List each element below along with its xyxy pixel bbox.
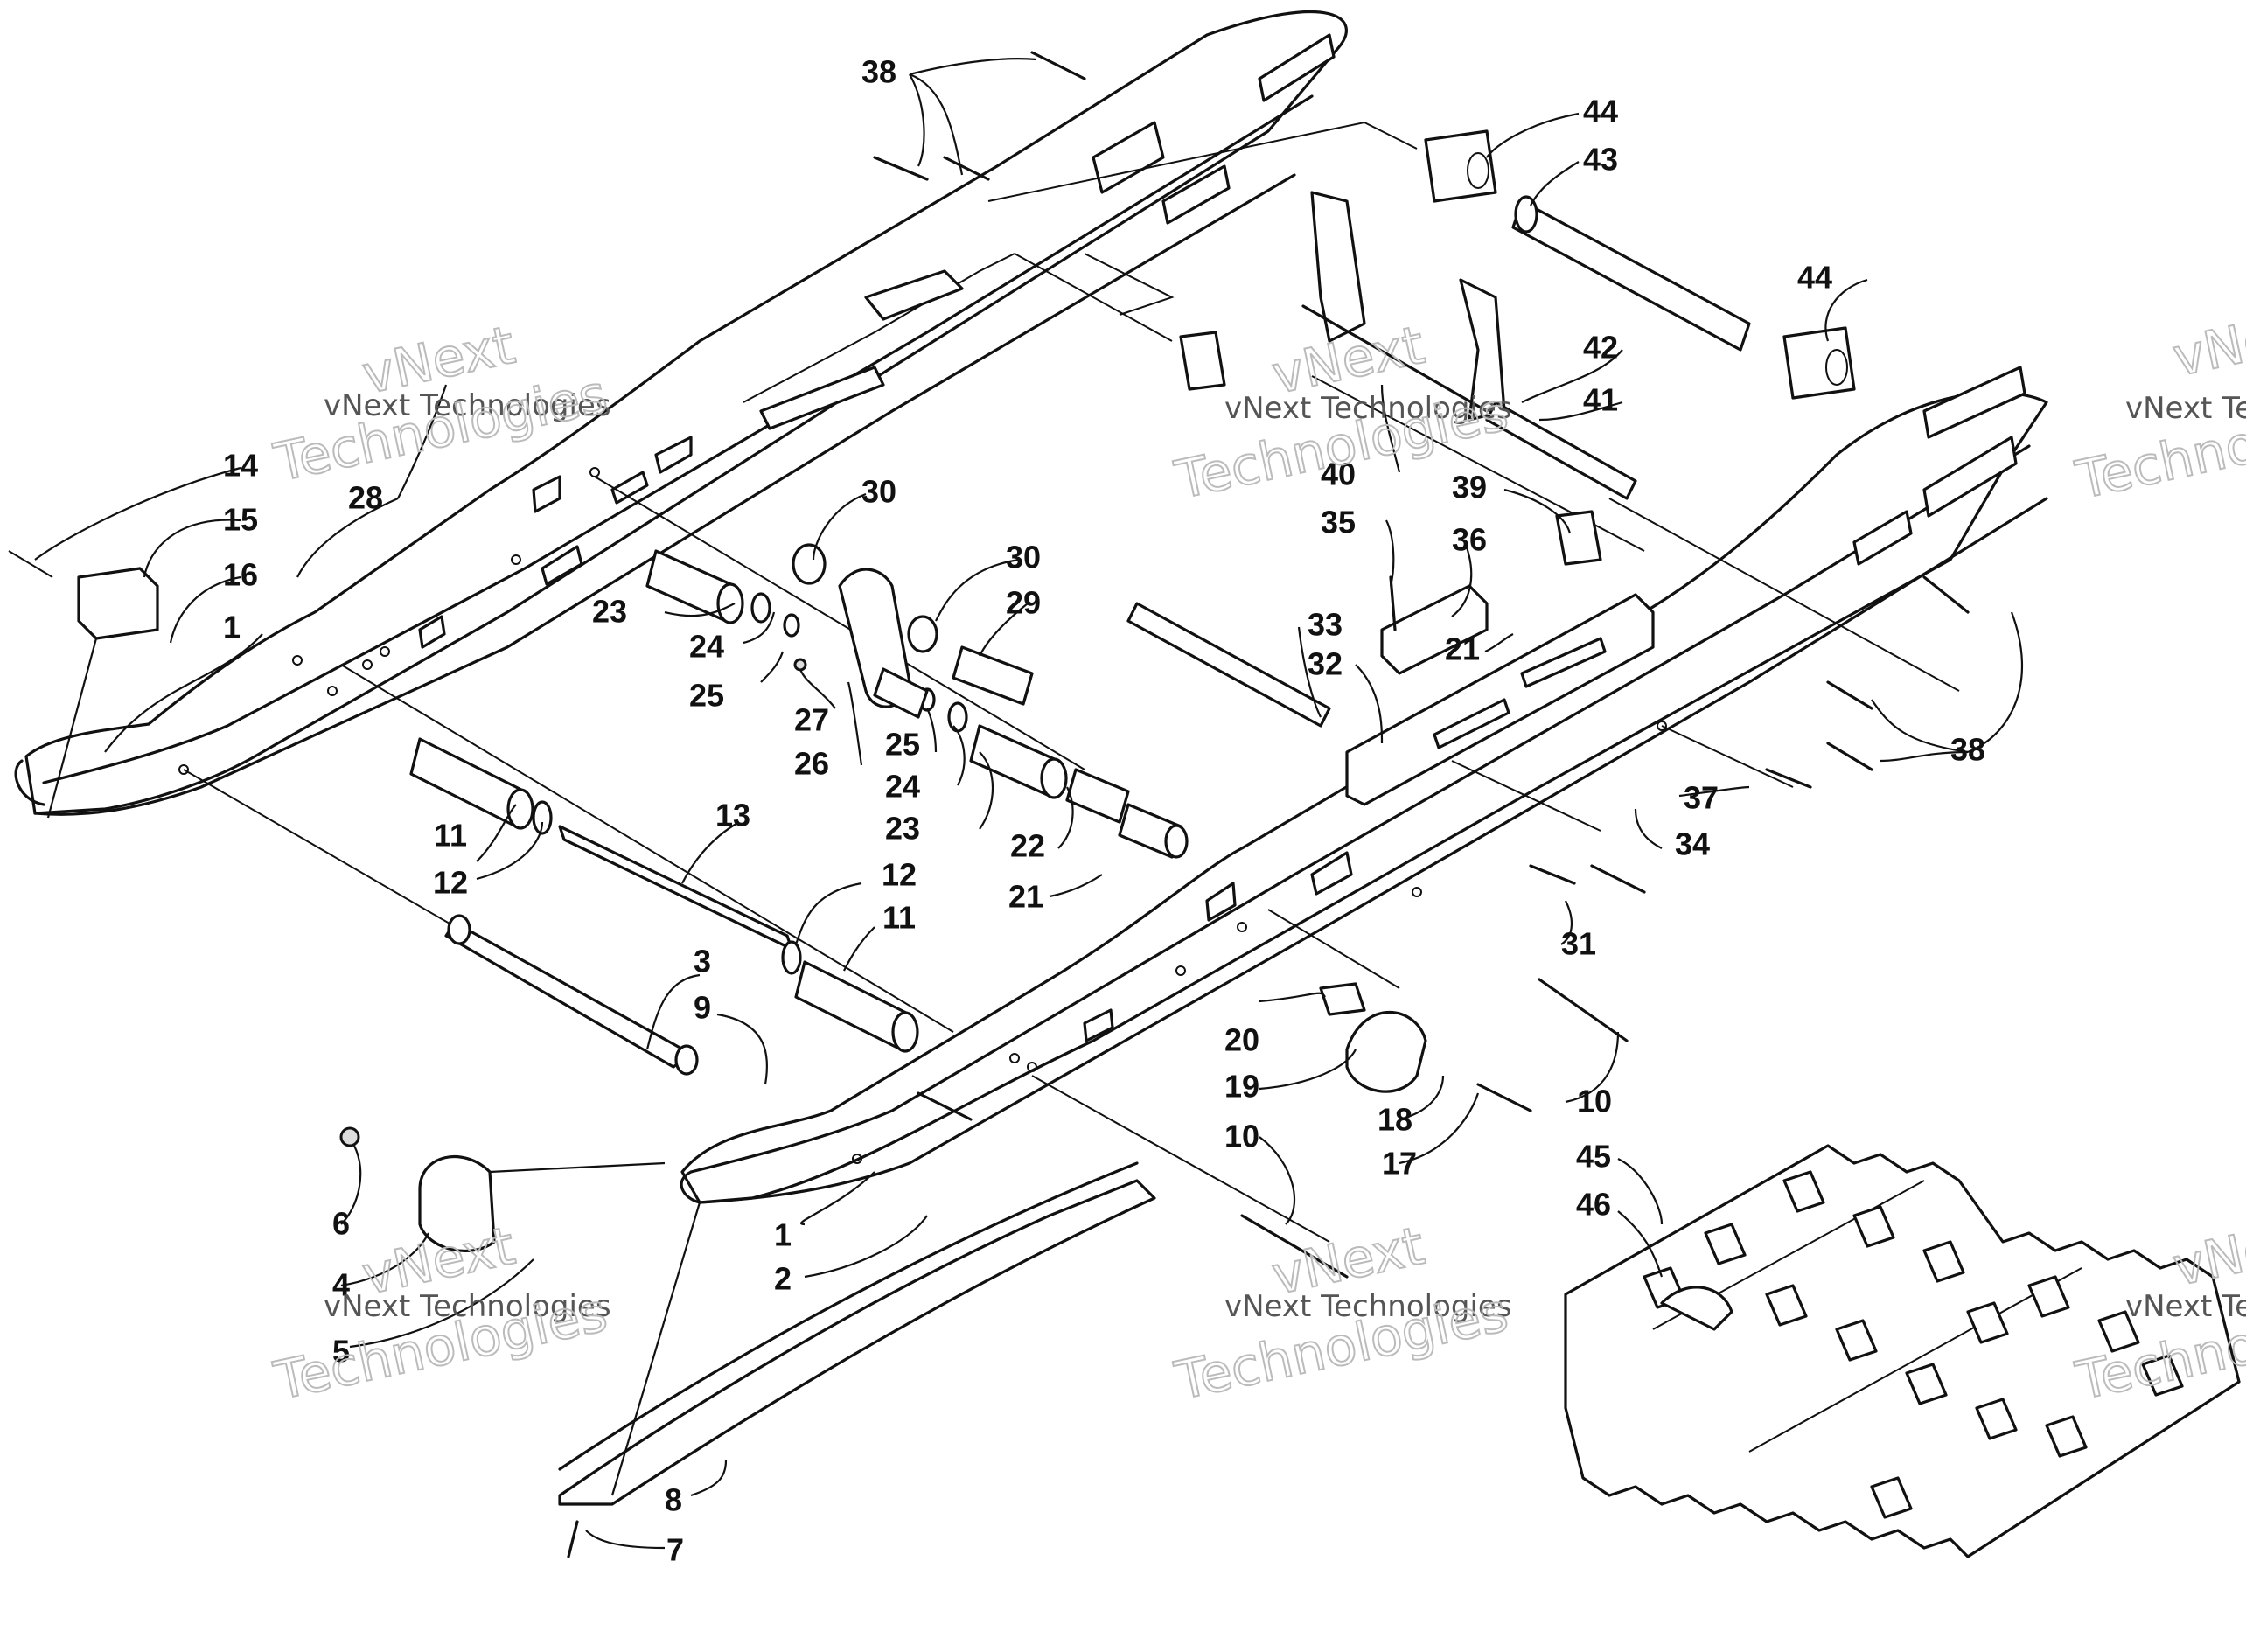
callout-40: 40 xyxy=(1321,457,1356,492)
callout-12: 12 xyxy=(433,865,468,901)
callout-32: 32 xyxy=(1308,646,1343,682)
callout-33: 33 xyxy=(1308,607,1343,643)
watermark-line: vNext Technologies xyxy=(324,1289,611,1324)
callout-30: 30 xyxy=(1006,540,1041,575)
callout-22: 22 xyxy=(1010,828,1045,864)
watermark-big-1: vNext xyxy=(2168,297,2246,389)
watermark-line: vNext Technologies xyxy=(2125,391,2246,426)
callout-14: 14 xyxy=(223,448,258,484)
center-arm xyxy=(792,543,1034,719)
callout-31: 31 xyxy=(1561,926,1596,962)
callout-21: 21 xyxy=(1445,631,1480,667)
watermark-line: vNext Technologies xyxy=(1224,1289,1512,1324)
callout-43: 43 xyxy=(1583,142,1618,178)
callout-5: 5 xyxy=(332,1334,350,1370)
callout-30: 30 xyxy=(861,474,896,510)
callout-1: 1 xyxy=(774,1217,792,1253)
callout-18: 18 xyxy=(1378,1102,1412,1138)
callout-27: 27 xyxy=(794,702,829,738)
callout-25: 25 xyxy=(689,678,724,714)
callout-38: 38 xyxy=(861,54,896,90)
watermark-line: vNext Technologies xyxy=(2125,1289,2246,1324)
callout-23: 23 xyxy=(885,811,920,847)
callout-38: 38 xyxy=(1950,732,1985,768)
callout-13: 13 xyxy=(715,798,750,833)
track-section xyxy=(1564,1144,2241,1558)
watermark-line: vNext Technologies xyxy=(1224,391,1512,426)
callout-44: 44 xyxy=(1797,260,1832,296)
callout-6: 6 xyxy=(332,1206,350,1242)
cross-shafts xyxy=(183,253,1960,1243)
callout-8: 8 xyxy=(665,1482,682,1518)
watermarks: vNext vNext Technologies Technologies vN… xyxy=(269,296,2246,1413)
callout-12: 12 xyxy=(882,857,917,893)
callout-3: 3 xyxy=(694,944,711,979)
callout-10: 10 xyxy=(1577,1084,1612,1119)
callout-19: 19 xyxy=(1224,1069,1259,1105)
callout-2: 2 xyxy=(774,1261,792,1297)
callout-42: 42 xyxy=(1583,330,1618,366)
callout-11: 11 xyxy=(434,818,467,854)
watermark-big-1: vNext xyxy=(2168,1207,2246,1299)
callout-10: 10 xyxy=(1224,1119,1259,1154)
callout-17: 17 xyxy=(1382,1146,1417,1181)
callout-46: 46 xyxy=(1576,1187,1611,1223)
callout-39: 39 xyxy=(1452,470,1487,505)
callout-9: 9 xyxy=(694,990,711,1026)
callout-11: 11 xyxy=(882,900,916,936)
callout-24: 24 xyxy=(885,769,920,805)
callout-7: 7 xyxy=(666,1532,684,1568)
callout-23: 23 xyxy=(592,594,627,630)
callout-44: 44 xyxy=(1583,94,1618,129)
left-rail xyxy=(14,10,1348,816)
callout-1: 1 xyxy=(223,610,241,645)
callout-28: 28 xyxy=(348,480,383,516)
callout-25: 25 xyxy=(885,727,920,763)
callout-21: 21 xyxy=(1008,879,1043,915)
callout-45: 45 xyxy=(1576,1139,1611,1175)
callout-26: 26 xyxy=(794,746,829,782)
callout-20: 20 xyxy=(1224,1022,1259,1058)
callout-24: 24 xyxy=(689,629,724,665)
callout-15: 15 xyxy=(223,502,258,538)
watermark-line: vNext Technologies xyxy=(324,388,611,423)
callout-35: 35 xyxy=(1321,505,1356,540)
callout-37: 37 xyxy=(1684,780,1719,816)
leader-lines xyxy=(34,58,2024,1550)
front-parts xyxy=(8,51,1970,1558)
callout-36: 36 xyxy=(1452,522,1487,558)
callout-41: 41 xyxy=(1583,382,1618,418)
callout-16: 16 xyxy=(223,557,258,593)
callout-34: 34 xyxy=(1675,826,1710,862)
callout-29: 29 xyxy=(1006,585,1041,621)
callout-4: 4 xyxy=(332,1267,350,1303)
callout-labels: 38 44 43 44 42 41 40 39 35 36 33 32 21 3… xyxy=(223,54,1985,1568)
